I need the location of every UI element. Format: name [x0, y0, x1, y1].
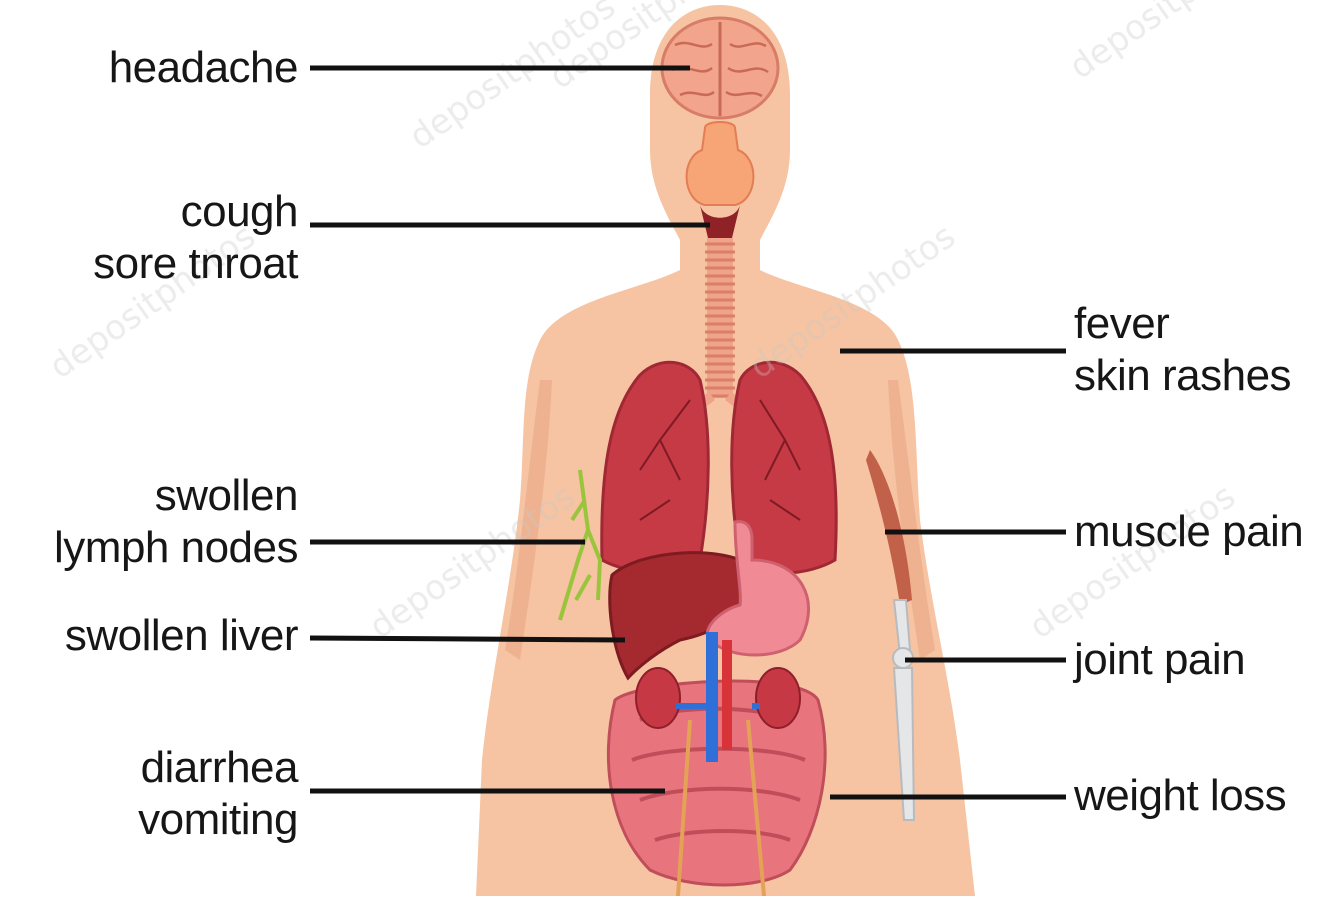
label-muscle-pain: muscle pain: [1074, 506, 1303, 558]
label-cough-sore-throat: coughsore tnroat: [93, 186, 298, 290]
label-line: sore tnroat: [93, 238, 298, 290]
label-swollen-lymph-nodes: swollenlymph nodes: [54, 470, 298, 574]
label-line: vomiting: [138, 794, 298, 846]
label-line: fever: [1074, 298, 1291, 350]
label-line: skin rashes: [1074, 350, 1291, 402]
label-fever-skin-rashes: feverskin rashes: [1074, 298, 1291, 402]
label-line: lymph nodes: [54, 522, 298, 574]
label-swollen-liver: swollen liver: [65, 610, 298, 662]
label-line: muscle pain: [1074, 506, 1303, 558]
label-line: swollen liver: [65, 610, 298, 662]
watermark-text: depositphotos: [1062, 0, 1282, 87]
label-line: cough: [93, 186, 298, 238]
label-line: headache: [109, 42, 298, 94]
label-diarrhea-vomiting: diarrheavomiting: [138, 742, 298, 846]
label-line: weight loss: [1074, 770, 1286, 822]
label-weight-loss: weight loss: [1074, 770, 1286, 822]
watermark-text: depositphotos: [1022, 476, 1242, 647]
label-line: swollen: [54, 470, 298, 522]
label-line: diarrhea: [138, 742, 298, 794]
label-headache: headache: [109, 42, 298, 94]
label-line: joint pain: [1074, 634, 1245, 686]
label-joint-pain: joint pain: [1074, 634, 1245, 686]
leader-line-swollen-liver: [310, 638, 625, 640]
trachea-tube: [707, 238, 733, 398]
